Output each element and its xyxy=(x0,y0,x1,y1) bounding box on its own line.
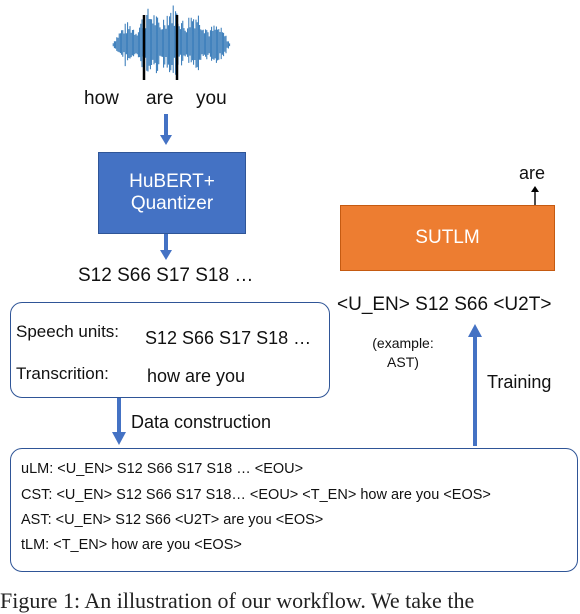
model-output-token: are xyxy=(519,163,546,183)
encoder-box: HuBERT+ Quantizer xyxy=(98,152,246,234)
encoder-label-line2: Quantizer xyxy=(130,193,214,214)
model-input-sequence: <U_EN> S12 S66 <U2T> xyxy=(337,294,552,315)
arrow-down-icon xyxy=(112,398,126,445)
training-data-box xyxy=(10,448,578,572)
speech-units-label: Speech units: xyxy=(16,322,120,341)
example-note: (example: AST) xyxy=(368,334,438,372)
data-line-cst: CST: <U_EN> S12 S66 S17 S18… <EOU> <T_EN… xyxy=(21,487,491,503)
data-construction-label: Data construction xyxy=(131,412,272,432)
transcription-value: how are you xyxy=(147,366,246,386)
word-how: how xyxy=(84,88,119,109)
data-line-tlm: tLM: <T_EN> how are you <EOS> xyxy=(21,537,242,553)
arrow-up-icon xyxy=(531,186,539,205)
data-line-ulm: uLM: <U_EN> S12 S66 S17 S18 … <EOU> xyxy=(21,461,304,477)
data-line-ast: AST: <U_EN> S12 S66 <U2T> are you <EOS> xyxy=(21,512,324,528)
figure-caption: Figure 1: An illustration of our workflo… xyxy=(0,588,475,613)
speech-waveform xyxy=(112,5,231,80)
training-label: Training xyxy=(487,372,552,392)
sutlm-label: SUTLM xyxy=(415,227,480,248)
arrow-down-icon xyxy=(160,114,172,145)
arrow-up-icon xyxy=(468,324,482,446)
example-note-line1: (example: xyxy=(372,335,434,351)
example-note-line2: AST) xyxy=(387,354,419,370)
unit-sequence: S12 S66 S17 S18 … xyxy=(78,265,254,286)
word-are: are xyxy=(146,88,174,109)
sample-box xyxy=(10,302,330,398)
arrow-down-icon xyxy=(160,234,172,260)
transcription-label: Transcrition: xyxy=(16,364,109,383)
speech-units-value: S12 S66 S17 S18 … xyxy=(145,328,312,348)
encoder-label-line1: HuBERT+ xyxy=(129,171,215,192)
sutlm-model-box: SUTLM xyxy=(340,205,555,271)
word-you: you xyxy=(196,88,227,109)
